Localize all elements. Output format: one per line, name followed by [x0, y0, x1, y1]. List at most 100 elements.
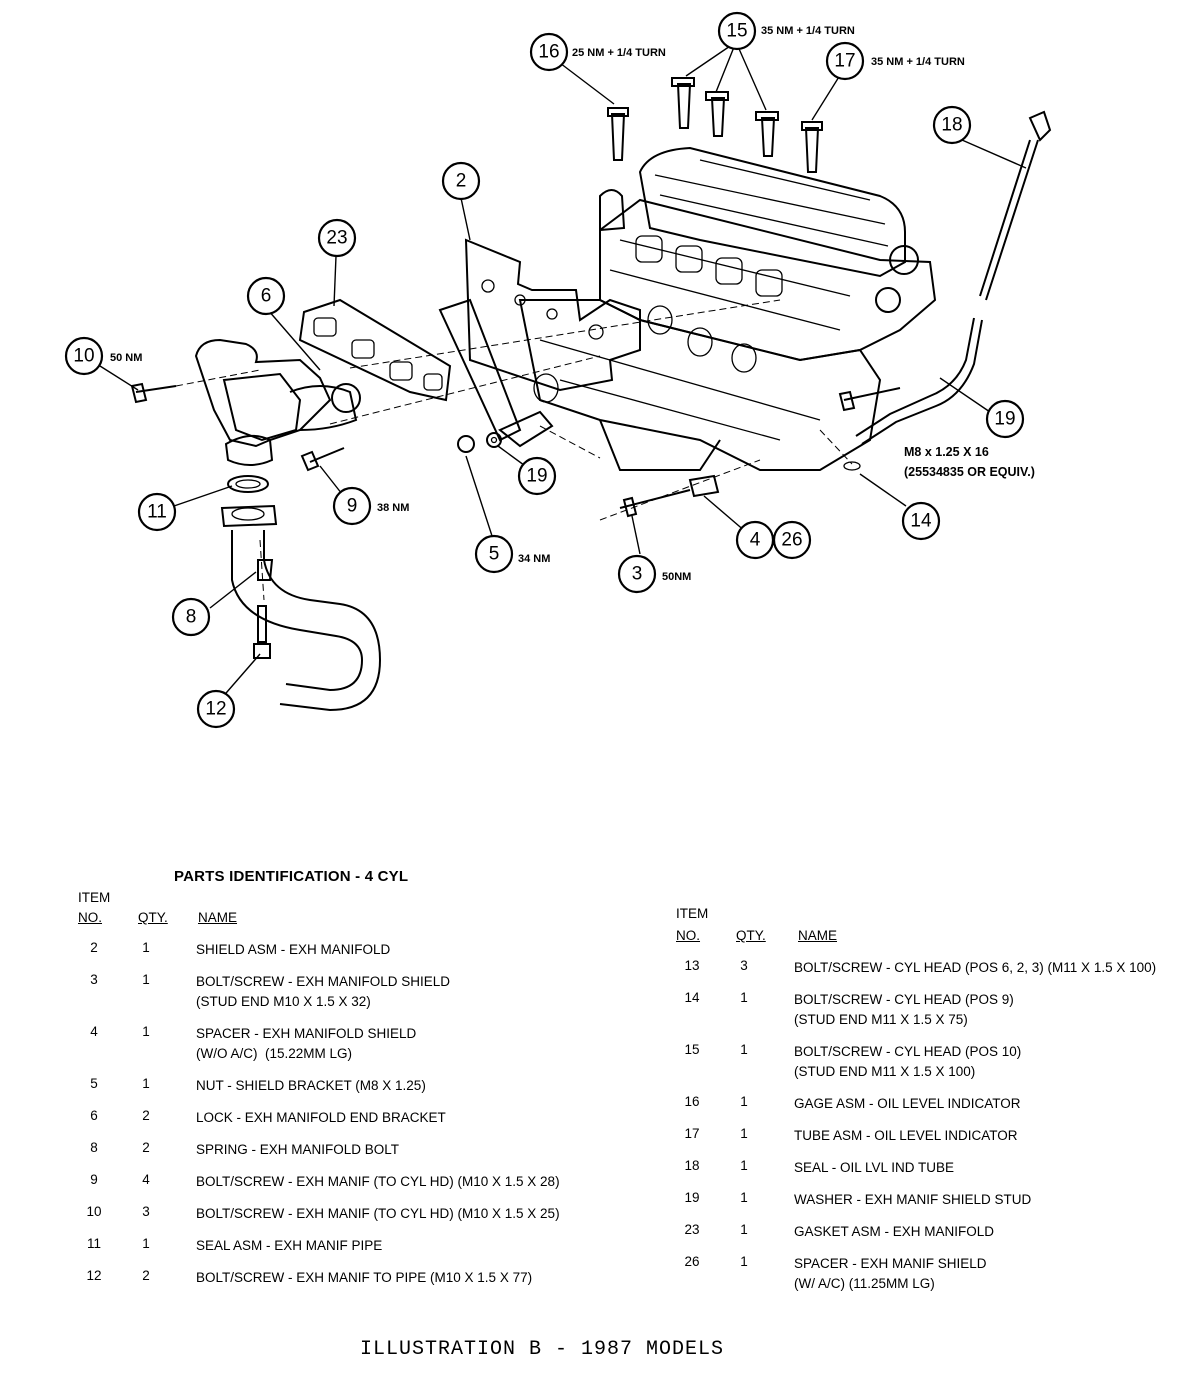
item-number: 6: [90, 1108, 98, 1123]
torque-spec-10: 50 NM: [110, 352, 142, 364]
svg-text:10: 10: [73, 346, 94, 367]
parts-table-title: PARTS IDENTIFICATION - 4 CYL: [174, 868, 409, 885]
callout-3: 3: [617, 554, 657, 594]
illustration-caption: ILLUSTRATION B - 1987 MODELS: [360, 1338, 725, 1361]
part-name: SHIELD ASM - EXH MANIFOLD: [196, 942, 391, 957]
item-number: 12: [86, 1268, 102, 1283]
callout-8: 8: [171, 597, 211, 637]
callout-18: 14: [901, 501, 941, 541]
fasteners: [130, 77, 901, 659]
quantity: 3: [740, 958, 748, 973]
callout-6: 6: [246, 276, 286, 316]
quantity: 1: [740, 1158, 748, 1173]
svg-text:15: 15: [726, 21, 747, 42]
part-name: GASKET ASM - EXH MANIFOLD: [794, 1224, 995, 1239]
item-number: 11: [86, 1236, 101, 1251]
part-name: BOLT/SCREW - CYL HEAD (POS 10) (STUD END…: [794, 1044, 1022, 1079]
callout-11: 11: [137, 492, 177, 532]
quantity: 1: [740, 990, 748, 1005]
svg-text:17: 17: [834, 51, 855, 72]
svg-text:5: 5: [489, 544, 500, 565]
svg-text:3: 3: [632, 564, 643, 585]
torque-spec-14: 25 NM + 1/4 TURN: [572, 47, 666, 59]
svg-text:9: 9: [347, 496, 358, 517]
part-name: WASHER - EXH MANIF SHIELD STUD: [794, 1192, 1032, 1207]
svg-text:11: 11: [147, 502, 167, 523]
item-number: 8: [90, 1140, 98, 1155]
exhaust-manifold-shield: [438, 238, 641, 448]
svg-text:23: 23: [326, 228, 347, 249]
exhaust-pipe: [220, 475, 382, 712]
part-name: TUBE ASM - OIL LEVEL INDICATOR: [794, 1128, 1018, 1143]
bolt-spec-line2: (25534835 OR EQUIV.): [904, 465, 1035, 479]
callout-19: 19: [517, 456, 557, 496]
bolt-spec-line1: M8 x 1.25 X 16: [904, 445, 989, 459]
svg-text:19: 19: [994, 409, 1015, 430]
quantity: 1: [740, 1190, 748, 1205]
svg-text:8: 8: [186, 607, 197, 628]
item-number: 18: [684, 1158, 700, 1173]
item-number: 16: [684, 1094, 700, 1109]
callout-17: 19: [985, 399, 1025, 439]
quantity: 1: [740, 1254, 748, 1269]
quantity: 1: [142, 1236, 150, 1251]
header-qty: QTY.: [736, 928, 766, 943]
quantity: 2: [142, 1140, 150, 1155]
part-name: NUT - SHIELD BRACKET (M8 X 1.25): [196, 1078, 426, 1093]
part-name: LOCK - EXH MANIFOLD END BRACKET: [196, 1110, 446, 1125]
item-number: 9: [90, 1172, 98, 1187]
part-name: GAGE ASM - OIL LEVEL INDICATOR: [794, 1096, 1021, 1111]
item-number: 23: [684, 1222, 700, 1237]
item-number: 4: [90, 1024, 98, 1039]
quantity: 1: [142, 1024, 150, 1039]
item-number: 17: [684, 1126, 700, 1141]
torque-spec-3: 50NM: [662, 571, 691, 583]
engine-assembly: [518, 146, 937, 471]
torque-spec-9: 38 NM: [377, 502, 409, 514]
quantity: 1: [740, 1094, 748, 1109]
callout-13: 15: [717, 11, 757, 51]
item-number: 19: [684, 1190, 700, 1205]
quantity: 1: [142, 1076, 150, 1091]
part-name: BOLT/SCREW - CYL HEAD (POS 6, 2, 3) (M11…: [794, 960, 1157, 975]
exhaust-manifold-gasket: [298, 298, 452, 402]
callout-4: 4: [735, 520, 775, 560]
svg-text:12: 12: [205, 699, 226, 720]
callout-16: 18: [932, 105, 972, 145]
svg-text:6: 6: [261, 286, 272, 307]
oil-level-indicator: [855, 110, 1052, 445]
svg-text:16: 16: [538, 42, 559, 63]
exhaust-manifold: [194, 338, 361, 466]
part-name: SEAL ASM - EXH MANIF PIPE: [196, 1238, 383, 1253]
header-no: NO.: [676, 928, 701, 943]
item-number: 14: [684, 990, 700, 1005]
item-number: 2: [90, 940, 98, 955]
svg-text:4: 4: [750, 530, 761, 551]
item-number: 26: [684, 1254, 700, 1269]
item-number: 5: [90, 1076, 98, 1091]
callout-10: 10: [64, 336, 104, 376]
item-number: 15: [684, 1042, 700, 1057]
part-name: BOLT/SCREW - EXH MANIFOLD SHIELD (STUD E…: [196, 974, 451, 1009]
callout-5: 5: [474, 534, 514, 574]
quantity: 4: [142, 1172, 150, 1187]
header-qty: QTY.: [138, 910, 168, 925]
item-number: 13: [684, 958, 700, 973]
header-name: NAME: [198, 910, 238, 925]
quantity: 2: [142, 1268, 150, 1283]
part-name: BOLT/SCREW - CYL HEAD (POS 9) (STUD END …: [794, 992, 1014, 1027]
quantity: 1: [740, 1222, 748, 1237]
part-name: BOLT/SCREW - EXH MANIF TO PIPE (M10 X 1.…: [196, 1270, 533, 1285]
svg-text:18: 18: [941, 115, 962, 136]
callout-12: 12: [196, 689, 236, 729]
quantity: 1: [142, 972, 150, 987]
svg-text:26: 26: [781, 530, 802, 551]
header-item: ITEM: [676, 906, 709, 921]
torque-spec-5: 34 NM: [518, 553, 550, 565]
callout-14: 16: [529, 32, 569, 72]
svg-text:2: 2: [456, 171, 467, 192]
svg-text:14: 14: [910, 511, 932, 532]
header-item: ITEM: [78, 890, 111, 905]
part-name: SPACER - EXH MANIFOLD SHIELD (W/O A/C) (…: [196, 1026, 417, 1061]
